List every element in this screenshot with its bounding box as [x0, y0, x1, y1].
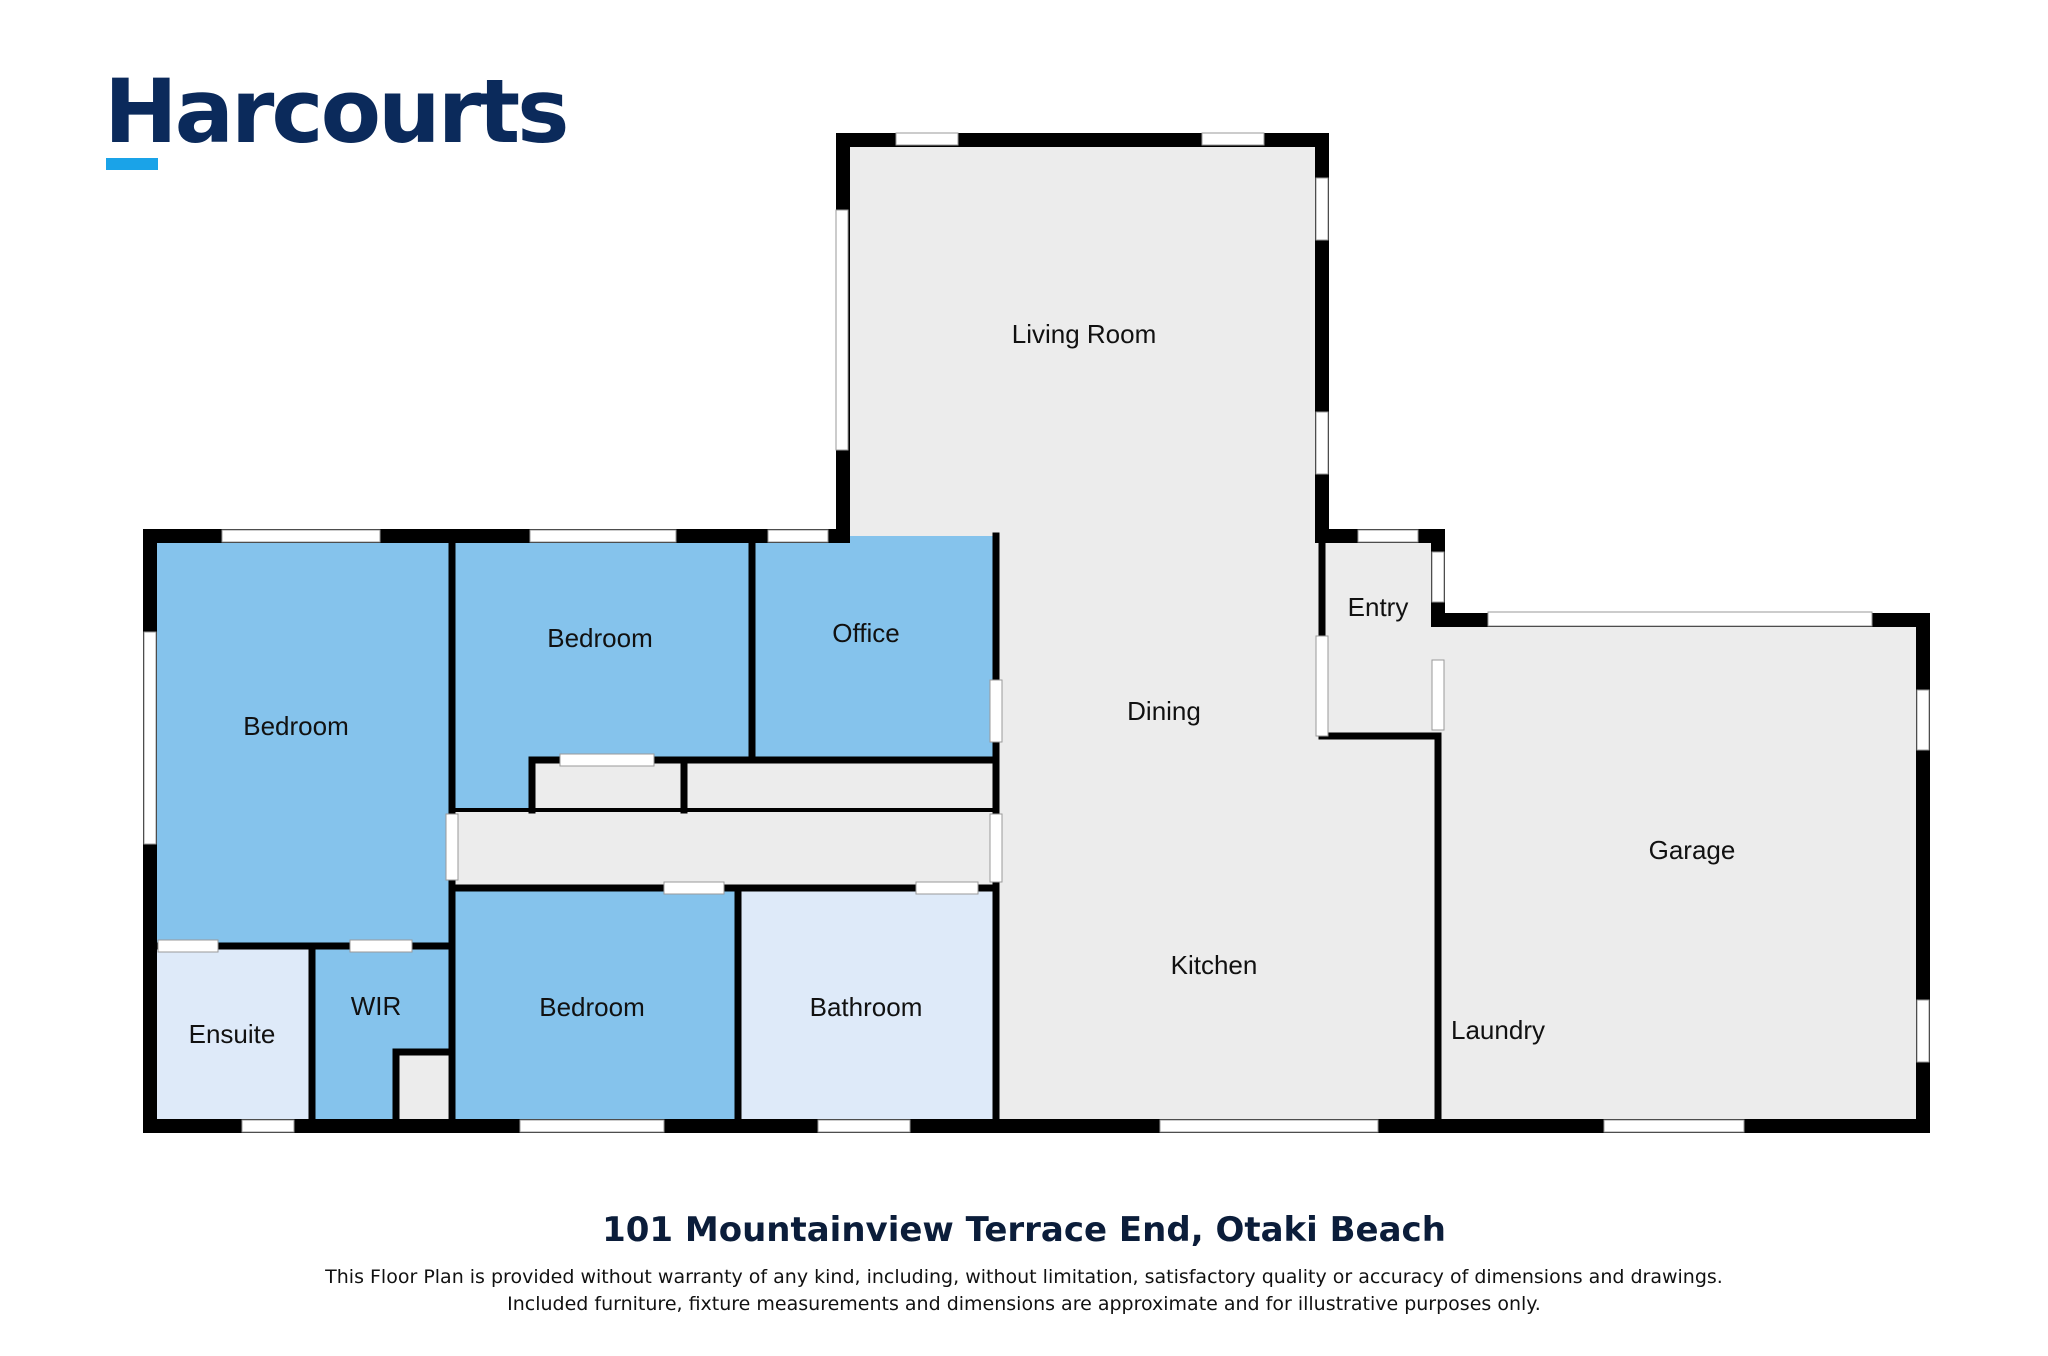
doorway-cupboard-1	[559, 753, 655, 767]
doorway-wir	[349, 939, 413, 953]
label-ensuite: Ensuite	[189, 1019, 276, 1049]
harcourts-logo: Harcourts	[104, 68, 570, 172]
disclaimer-line-1: This Floor Plan is provided without warr…	[325, 1266, 1723, 1288]
doorway-hall-kitchen	[989, 813, 1003, 883]
window-bed2-top	[529, 529, 677, 543]
bedroom-main-area	[150, 536, 452, 946]
doorway-bath	[915, 881, 979, 895]
hallway-area	[452, 810, 996, 888]
label-office: Office	[832, 618, 899, 648]
window-living-right-1	[1315, 177, 1329, 241]
label-entry: Entry	[1348, 592, 1409, 622]
window-living-right-2	[1315, 411, 1329, 475]
room-labels: Bedroom Bedroom Office Bedroom Ensuite W…	[189, 319, 1736, 1049]
windows	[143, 132, 1930, 1133]
room-fills	[150, 140, 1923, 1126]
window-office-right	[989, 679, 1003, 743]
window-living-top-2	[1201, 132, 1265, 146]
disclaimer-line-2: Included furniture, fixture measurements…	[507, 1293, 1541, 1315]
door-garage-top	[1487, 611, 1873, 627]
wir-cupboard	[396, 1052, 448, 1126]
window-living-top-1	[895, 132, 959, 146]
doorway-ensuite	[157, 939, 219, 953]
office-area	[752, 536, 996, 760]
window-garage-right-2	[1916, 999, 1930, 1063]
label-bathroom: Bathroom	[810, 992, 923, 1022]
window-living-left	[835, 209, 849, 451]
window-entry-top	[1357, 529, 1419, 543]
label-bedroom-3: Bedroom	[539, 992, 645, 1022]
window-office-top	[767, 529, 829, 543]
bedroom-3-area	[452, 888, 738, 1126]
label-bedroom-2: Bedroom	[547, 623, 653, 653]
doorway-bed-main-hall	[445, 813, 459, 881]
label-garage: Garage	[1649, 835, 1736, 865]
window-bed3-bottom	[519, 1119, 665, 1133]
property-address: 101 Mountainview Terrace End, Otaki Beac…	[602, 1210, 1446, 1250]
window-entry-right	[1431, 551, 1445, 603]
label-kitchen: Kitchen	[1171, 950, 1258, 980]
window-ensuite-bottom	[241, 1119, 295, 1133]
wall-wir-cupboard	[392, 1048, 456, 1130]
label-living-room: Living Room	[1012, 319, 1157, 349]
doorway-bed3	[663, 881, 725, 895]
cupboard-2	[684, 760, 996, 810]
window-bed-main-top	[221, 529, 381, 543]
window-bath-bottom	[817, 1119, 911, 1133]
wir-area	[312, 946, 452, 1126]
cupboard-1	[532, 760, 684, 810]
ensuite-area	[150, 946, 312, 1126]
label-dining: Dining	[1127, 696, 1201, 726]
garage-area	[1440, 616, 1923, 1126]
label-bedroom-main: Bedroom	[243, 711, 349, 741]
doorway-laundry-entry	[1431, 659, 1445, 731]
window-garage-right-1	[1916, 689, 1930, 751]
living-dining-kitchen-area	[843, 140, 1440, 1126]
logo-wordmark: Harcourts	[104, 60, 570, 163]
bathroom-area	[738, 888, 996, 1126]
logo-accent-bar	[106, 158, 158, 170]
window-garage-bottom	[1603, 1119, 1745, 1133]
label-laundry: Laundry	[1451, 1015, 1545, 1045]
label-wir: WIR	[351, 991, 402, 1021]
doorway-living-dining	[1315, 635, 1329, 737]
window-kitchen-bottom	[1159, 1119, 1379, 1133]
window-bed-main-left	[143, 631, 157, 845]
bedroom-2-area	[452, 536, 752, 810]
